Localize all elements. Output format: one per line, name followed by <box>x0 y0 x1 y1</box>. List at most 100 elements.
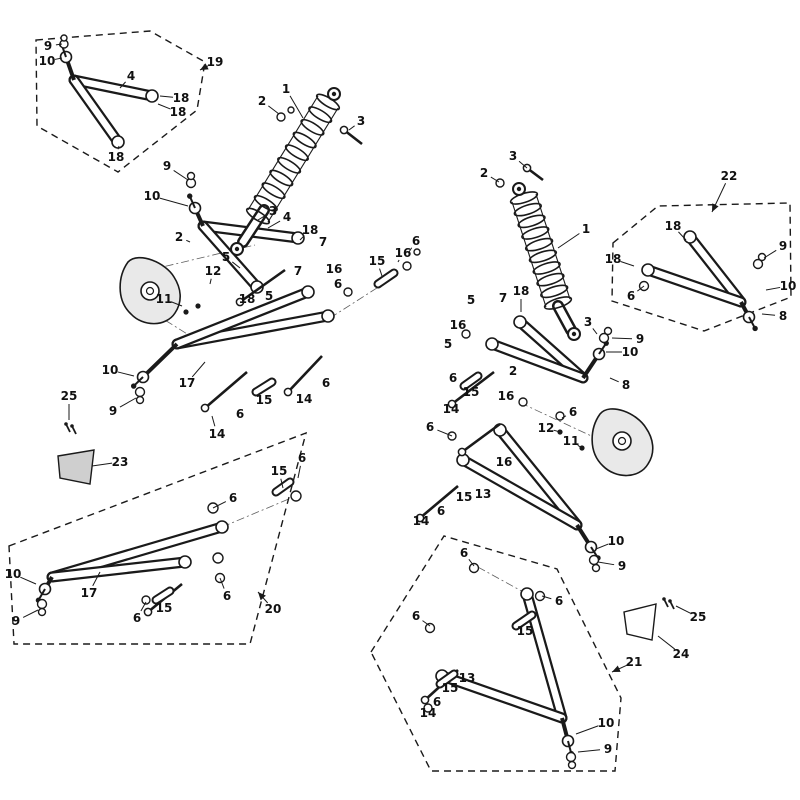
callout-12: 12 <box>538 421 555 435</box>
callout-15: 15 <box>271 464 288 478</box>
callout-6: 6 <box>569 405 577 419</box>
callout-4: 4 <box>127 69 135 83</box>
callout-14: 14 <box>209 427 226 441</box>
callout-16: 16 <box>326 262 343 276</box>
callout-17: 17 <box>179 376 196 390</box>
callout-5: 5 <box>265 289 273 303</box>
steering-knuckles <box>119 256 654 477</box>
callout-2: 2 <box>480 166 488 180</box>
callout-13: 13 <box>475 487 492 501</box>
callout-13: 13 <box>459 671 476 685</box>
callout-5: 5 <box>444 337 452 351</box>
callout-3: 3 <box>357 114 365 128</box>
callout-6: 6 <box>460 546 468 560</box>
callout-15: 15 <box>442 681 459 695</box>
callout-18: 18 <box>170 105 187 119</box>
callout-10: 10 <box>144 189 161 203</box>
callout-14: 14 <box>413 514 430 528</box>
callout-15: 15 <box>156 601 173 615</box>
callout-25: 25 <box>61 389 78 403</box>
callout-9: 9 <box>636 332 644 346</box>
callout-15: 15 <box>463 385 480 399</box>
subassembly-boundaries <box>8 30 792 772</box>
callout-7: 7 <box>499 291 507 305</box>
callout-15: 15 <box>456 490 473 504</box>
callout-11: 11 <box>563 434 580 448</box>
callout-6: 6 <box>433 695 441 709</box>
callout-18: 18 <box>173 91 190 105</box>
callout-11: 11 <box>156 292 173 306</box>
callout-15: 15 <box>256 393 273 407</box>
callout-14: 14 <box>296 392 313 406</box>
callout-9: 9 <box>779 239 787 253</box>
callout-8: 8 <box>622 378 630 392</box>
callout-24: 24 <box>673 647 690 661</box>
small-parts <box>36 34 767 770</box>
callout-9: 9 <box>618 559 626 573</box>
callout-14: 14 <box>420 706 437 720</box>
callout-12: 12 <box>205 264 222 278</box>
callout-1: 1 <box>282 82 290 96</box>
callout-16: 16 <box>450 318 467 332</box>
callout-18: 18 <box>513 284 530 298</box>
callout-25: 25 <box>690 610 707 624</box>
callout-6: 6 <box>223 589 231 603</box>
control-arms <box>35 42 758 757</box>
callout-6: 6 <box>412 609 420 623</box>
callout-14: 14 <box>443 402 460 416</box>
callout-7: 7 <box>319 235 327 249</box>
callout-5: 5 <box>222 250 230 264</box>
callout-1: 1 <box>582 222 590 236</box>
callout-6: 6 <box>412 234 420 248</box>
callout-9: 9 <box>109 404 117 418</box>
callout-23: 23 <box>112 455 129 469</box>
callout-18: 18 <box>302 223 319 237</box>
callout-3: 3 <box>584 315 592 329</box>
callout-10: 10 <box>780 279 797 293</box>
callout-18: 18 <box>665 219 682 233</box>
callout-7: 7 <box>294 264 302 278</box>
callout-15: 15 <box>369 254 386 268</box>
callout-16: 16 <box>496 455 513 469</box>
callout-6: 6 <box>229 491 237 505</box>
callout-10: 10 <box>598 716 615 730</box>
callout-9: 9 <box>604 742 612 756</box>
callout-6: 6 <box>426 420 434 434</box>
shock-absorbers <box>230 87 581 341</box>
callout-6: 6 <box>437 504 445 518</box>
callout-18: 18 <box>108 150 125 164</box>
callout-16: 16 <box>498 389 515 403</box>
fasteners <box>143 125 544 705</box>
callout-18: 18 <box>239 292 256 306</box>
callout-6: 6 <box>322 376 330 390</box>
callout-10: 10 <box>608 534 625 548</box>
callout-2: 2 <box>175 230 183 244</box>
callout-4: 4 <box>283 210 291 224</box>
callout-6: 6 <box>298 451 306 465</box>
callout-10: 10 <box>622 345 639 359</box>
callout-16: 16 <box>395 246 412 260</box>
callout-10: 10 <box>39 54 56 68</box>
callout-22: 22 <box>721 169 738 183</box>
callout-10: 10 <box>102 363 119 377</box>
callout-15: 15 <box>517 624 534 638</box>
callout-10: 10 <box>5 567 22 581</box>
callout-6: 6 <box>627 289 635 303</box>
callout-9: 9 <box>44 39 52 53</box>
callout-6: 6 <box>236 407 244 421</box>
callout-18: 18 <box>605 252 622 266</box>
callout-6: 6 <box>133 611 141 625</box>
callout-8: 8 <box>779 309 787 323</box>
callout-3: 3 <box>509 149 517 163</box>
callout-19: 19 <box>207 55 224 69</box>
callout-2: 2 <box>509 364 517 378</box>
callout-9: 9 <box>163 159 171 173</box>
callout-20: 20 <box>265 602 282 616</box>
callout-6: 6 <box>334 277 342 291</box>
callout-6: 6 <box>555 594 563 608</box>
assembly-axis-guides <box>149 244 601 595</box>
callout-21: 21 <box>626 655 643 669</box>
